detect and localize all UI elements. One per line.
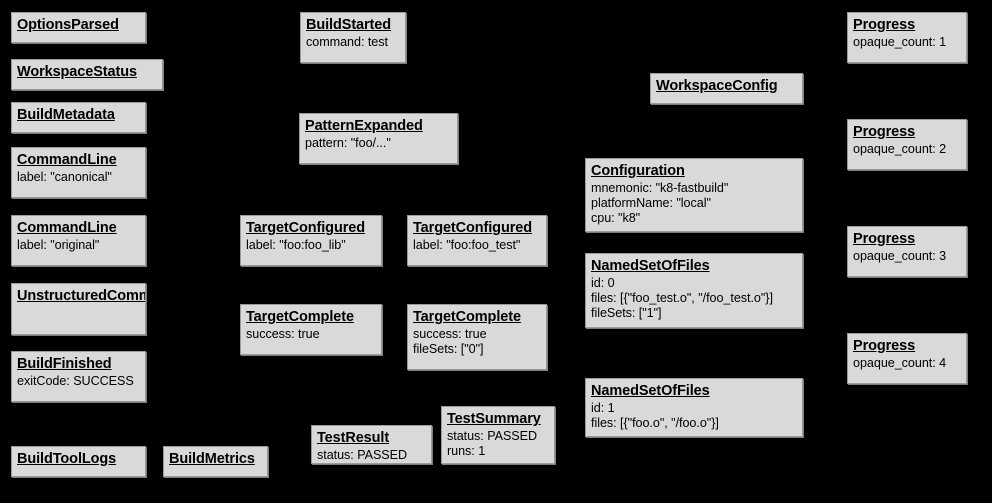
node-title: TestSummary — [447, 411, 541, 427]
node-field: command: test — [306, 35, 388, 50]
node-fields: label: "canonical" — [17, 170, 140, 185]
node-title: BuildMetrics — [169, 451, 255, 467]
node-title: Progress — [853, 338, 916, 354]
node-field: status: PASSED — [447, 429, 538, 444]
node-field: fileSets: ["1"] — [591, 305, 662, 320]
node-command-line-canonical[interactable]: CommandLine label: "canonical" — [11, 147, 146, 198]
node-title: Configuration — [591, 163, 685, 179]
node-build-finished[interactable]: BuildFinished exitCode: SUCCESS — [11, 351, 146, 402]
node-field: cpu: "k8" — [591, 210, 641, 225]
node-title: NamedSetOfFiles — [591, 383, 710, 399]
node-fields: pattern: "foo/..." — [305, 136, 452, 151]
node-field: opaque_count: 3 — [853, 249, 947, 264]
node-title: UnstructuredCommandLine — [17, 288, 145, 304]
node-fields: label: "original" — [17, 238, 140, 253]
node-progress-2[interactable]: Progress opaque_count: 2 — [847, 119, 967, 170]
node-field: id: 0 — [591, 276, 615, 291]
node-fields: label: "foo:foo_test" — [413, 238, 541, 253]
node-field: mnemonic: "k8-fastbuild" — [591, 181, 729, 196]
node-target-configured-lib[interactable]: TargetConfigured label: "foo:foo_lib" — [240, 215, 382, 266]
node-fields: label: "foo:foo_lib" — [246, 238, 376, 253]
node-field: id: 1 — [591, 401, 615, 416]
node-field: success: true — [246, 327, 320, 342]
node-title: Progress — [853, 231, 916, 247]
node-title: TargetComplete — [413, 309, 521, 325]
node-build-metrics[interactable]: BuildMetrics — [163, 446, 268, 477]
node-field: exitCode: SUCCESS — [17, 374, 134, 389]
node-build-tool-logs[interactable]: BuildToolLogs — [11, 446, 146, 477]
node-field: opaque_count: 1 — [853, 35, 947, 50]
node-fields: command: test — [306, 35, 400, 50]
node-field: opaque_count: 2 — [853, 142, 947, 157]
node-field: pattern: "foo/..." — [305, 136, 391, 151]
node-title: TargetConfigured — [413, 220, 532, 236]
node-title: Progress — [853, 124, 916, 140]
node-configuration[interactable]: Configuration mnemonic: "k8-fastbuild"pla… — [585, 158, 803, 232]
node-title: PatternExpanded — [305, 118, 423, 134]
node-field: label: "canonical" — [17, 170, 112, 185]
node-title: WorkspaceStatus — [17, 64, 137, 80]
node-field: label: "foo:foo_test" — [413, 238, 521, 253]
node-progress-1[interactable]: Progress opaque_count: 1 — [847, 12, 967, 63]
node-title: TargetConfigured — [246, 220, 365, 236]
node-title: TargetComplete — [246, 309, 354, 325]
node-title: BuildFinished — [17, 356, 112, 372]
node-progress-3[interactable]: Progress opaque_count: 3 — [847, 226, 967, 277]
node-command-line-original[interactable]: CommandLine label: "original" — [11, 215, 146, 266]
node-title: BuildStarted — [306, 17, 392, 33]
node-field: platformName: "local" — [591, 195, 711, 210]
node-field: label: "foo:foo_lib" — [246, 238, 346, 253]
node-title: TestResult — [317, 430, 390, 446]
node-field: fileSets: ["0"] — [413, 341, 484, 356]
node-options-parsed[interactable]: OptionsParsed — [11, 12, 146, 43]
node-target-complete-lib[interactable]: TargetComplete success: true — [240, 304, 382, 355]
node-field: files: [{"foo.o", "/foo.o"}] — [591, 415, 719, 430]
node-title: CommandLine — [17, 152, 117, 168]
node-title: CommandLine — [17, 220, 117, 236]
node-build-started[interactable]: BuildStarted command: test — [300, 12, 406, 63]
node-pattern-expanded[interactable]: PatternExpanded pattern: "foo/..." — [299, 113, 458, 164]
node-field: success: true — [413, 327, 487, 342]
node-target-configured-test[interactable]: TargetConfigured label: "foo:foo_test" — [407, 215, 547, 266]
node-fields: success: true — [246, 327, 376, 342]
node-title: BuildMetadata — [17, 107, 115, 123]
node-title: NamedSetOfFiles — [591, 258, 710, 274]
node-field: opaque_count: 4 — [853, 356, 947, 371]
node-field: files: [{"foo_test.o", "/foo_test.o"}] — [591, 290, 773, 305]
node-field: label: "original" — [17, 238, 100, 253]
node-field: runs: 1 — [447, 443, 486, 458]
node-fields: status: PASSED — [317, 448, 426, 463]
node-test-result[interactable]: TestResult status: PASSED — [311, 425, 432, 464]
node-field: status: PASSED — [317, 448, 408, 463]
node-fields: opaque_count: 4 — [853, 356, 961, 371]
node-fields: exitCode: SUCCESS — [17, 374, 140, 389]
node-unstructured-command-line[interactable]: UnstructuredCommandLine — [11, 283, 146, 335]
node-build-metadata[interactable]: BuildMetadata — [11, 102, 146, 133]
node-progress-4[interactable]: Progress opaque_count: 4 — [847, 333, 967, 384]
node-fields: opaque_count: 3 — [853, 249, 961, 264]
node-fields: mnemonic: "k8-fastbuild"platformName: "l… — [591, 181, 797, 226]
node-title: OptionsParsed — [17, 17, 119, 33]
node-fields: opaque_count: 2 — [853, 142, 961, 157]
node-workspace-config[interactable]: WorkspaceConfig — [650, 73, 803, 104]
node-fields: opaque_count: 1 — [853, 35, 961, 50]
node-title: WorkspaceConfig — [656, 78, 778, 94]
node-title: BuildToolLogs — [17, 451, 117, 467]
node-workspace-status[interactable]: WorkspaceStatus — [11, 59, 163, 90]
node-title: Progress — [853, 17, 916, 33]
